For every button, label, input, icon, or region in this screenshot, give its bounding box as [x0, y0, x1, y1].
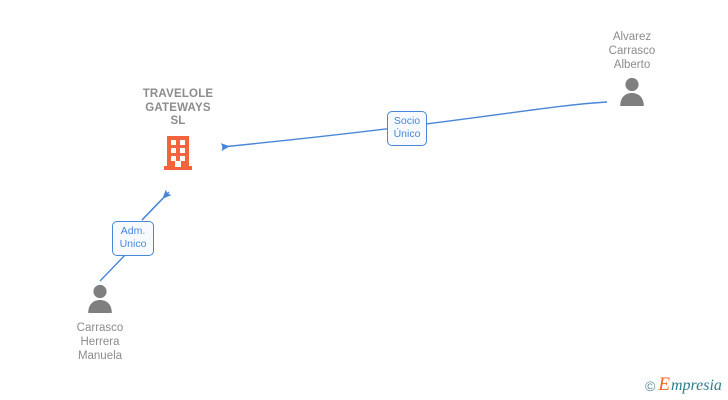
company-node[interactable]: TRAVELOLE GATEWAYS SL [118, 88, 238, 175]
person-icon-wrap [572, 76, 692, 110]
logo-brand-initial: E [658, 374, 670, 395]
edge-adm-unico-head [141, 189, 172, 221]
edge-socio-unico [220, 101, 608, 152]
relation-label-adm-unico[interactable]: Adm. Unico [112, 221, 154, 256]
empresia-logo[interactable]: © E mpresia [645, 374, 722, 395]
building-icon [164, 135, 192, 170]
person-name-label: Alvarez Carrasco Alberto [608, 31, 656, 71]
person-node-carrasco-herrera-manuela[interactable]: Carrasco Herrera Manuela [40, 283, 160, 363]
person-icon [88, 284, 112, 313]
logo-brand-rest: mpresia [670, 376, 722, 394]
company-name-label: TRAVELOLE GATEWAYS SL [142, 88, 214, 127]
person-name-label: Carrasco Herrera Manuela [76, 322, 124, 362]
person-icon [620, 77, 644, 106]
relation-label-socio-unico[interactable]: Socio Único [387, 111, 427, 146]
person-node-alvarez-carrasco-alberto[interactable]: Alvarez Carrasco Alberto [572, 30, 692, 110]
company-icon-wrap [118, 135, 238, 175]
copyright-icon: © [645, 377, 656, 394]
person-icon-wrap [40, 283, 160, 317]
